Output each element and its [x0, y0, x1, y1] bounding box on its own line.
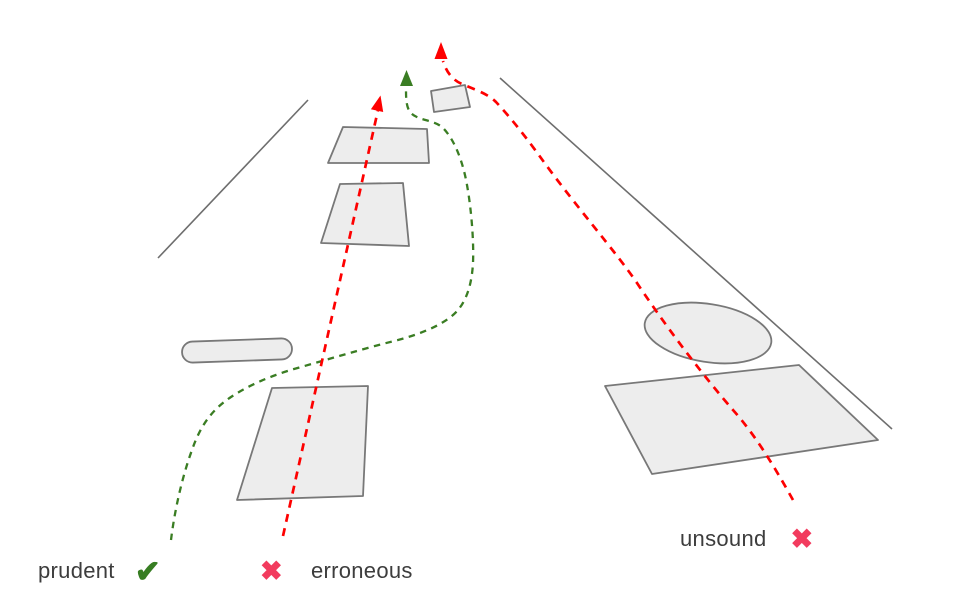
erroneous-legend: ✖ erroneous	[260, 552, 413, 590]
road-edge-right-line	[499, 77, 893, 430]
unsound-path	[441, 60, 795, 501]
erroneous-cross-icon: ✖	[260, 555, 283, 586]
unsound-label: unsound	[680, 526, 767, 551]
obstacle-quad-upper	[327, 126, 430, 164]
erroneous-arrowhead-icon	[370, 95, 384, 112]
unsound-legend: unsound ✖	[680, 520, 813, 558]
obstacle-ellipse	[643, 301, 773, 365]
obstacle-pill	[181, 337, 293, 364]
erroneous-label: erroneous	[310, 558, 413, 583]
obstacle-quad-large-right	[604, 364, 879, 475]
prudent-path	[169, 87, 475, 541]
obstacle-quad-small-top	[430, 84, 471, 113]
prudent-label: prudent	[38, 558, 115, 583]
prudent-legend: prudent ✔	[38, 552, 161, 590]
prudent-arrowhead-icon	[400, 70, 413, 86]
unsound-arrowhead-icon	[434, 42, 448, 59]
obstacle-quad-middle	[320, 182, 410, 247]
erroneous-path	[281, 109, 380, 537]
unsound-cross-icon: ✖	[790, 523, 814, 554]
obstacle-quad-large-left	[236, 385, 369, 501]
check-icon: ✔	[134, 553, 161, 589]
road-edge-left-line	[157, 99, 309, 259]
